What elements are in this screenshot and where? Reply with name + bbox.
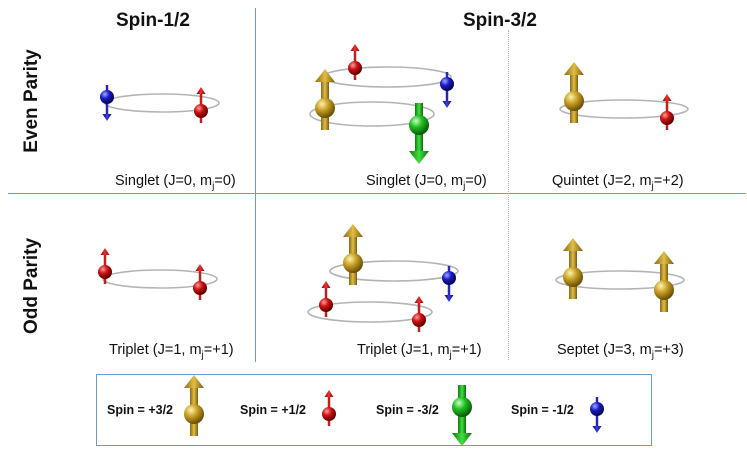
legend-label-minus-3-2: Spin = -3/2 (376, 403, 439, 417)
red-spin-up-1-2-icon (98, 248, 112, 284)
legend-red-spin-up-1-2-icon (322, 390, 336, 426)
caption-spin-1-2-odd: Triplet (J=1, mj=+1) (109, 342, 234, 361)
column-divider (255, 8, 256, 362)
orbit-ring (322, 66, 452, 88)
caption-spin-1-2-even: Singlet (J=0, mj=0) (115, 173, 236, 192)
orbit-ring (102, 269, 218, 289)
blue-spin-down-1-2-icon (442, 266, 456, 302)
caption-spin-3-2-even-quintet: Quintet (J=2, mj=+2) (552, 173, 684, 192)
orbit-rings (102, 66, 689, 323)
caption-spin-3-2-even-singlet: Singlet (J=0, mj=0) (366, 173, 487, 192)
spin-3-2-dotted-divider (508, 30, 510, 360)
blue-spin-down-1-2-icon (100, 85, 114, 121)
gold-spin-up-3-2-icon (315, 69, 335, 130)
spin-particles (98, 44, 674, 446)
red-spin-up-1-2-icon (319, 281, 333, 317)
legend-green-spin-down-3-2-icon (452, 385, 472, 446)
legend-blue-spin-down-1-2-icon (590, 397, 604, 433)
caption-spin-3-2-odd-triplet: Triplet (J=1, mj=+1) (357, 342, 482, 361)
red-spin-up-1-2-icon (660, 94, 674, 130)
legend-gold-spin-up-3-2-icon (184, 375, 204, 436)
header-spin-3-2: Spin-3/2 (463, 10, 537, 31)
orbit-ring (555, 270, 685, 290)
red-spin-up-1-2-icon (194, 87, 208, 123)
gold-spin-up-3-2-icon (654, 251, 674, 312)
legend-label-plus-1-2: Spin = +1/2 (240, 403, 307, 417)
green-spin-down-3-2-icon (409, 103, 429, 164)
legend-box (96, 374, 652, 446)
gold-spin-up-3-2-icon (563, 238, 583, 299)
gold-spin-up-3-2-icon (343, 224, 363, 285)
blue-spin-down-1-2-icon (440, 72, 454, 108)
orbit-ring (329, 260, 459, 282)
row-divider (8, 193, 746, 194)
legend-label-plus-3-2: Spin = +3/2 (107, 403, 174, 417)
header-spin-1-2: Spin-1/2 (116, 10, 190, 31)
red-spin-up-1-2-icon (193, 264, 207, 300)
caption-spin-3-2-odd-septet: Septet (J=3, mj=+3) (557, 342, 684, 361)
gold-spin-up-3-2-icon (564, 62, 584, 123)
legend-label-minus-1-2: Spin = -1/2 (511, 403, 574, 417)
orbit-ring (309, 101, 435, 127)
orbit-ring (307, 301, 433, 323)
red-spin-up-1-2-icon (348, 44, 362, 80)
red-spin-up-1-2-icon (412, 296, 426, 332)
orbit-ring (559, 99, 689, 119)
